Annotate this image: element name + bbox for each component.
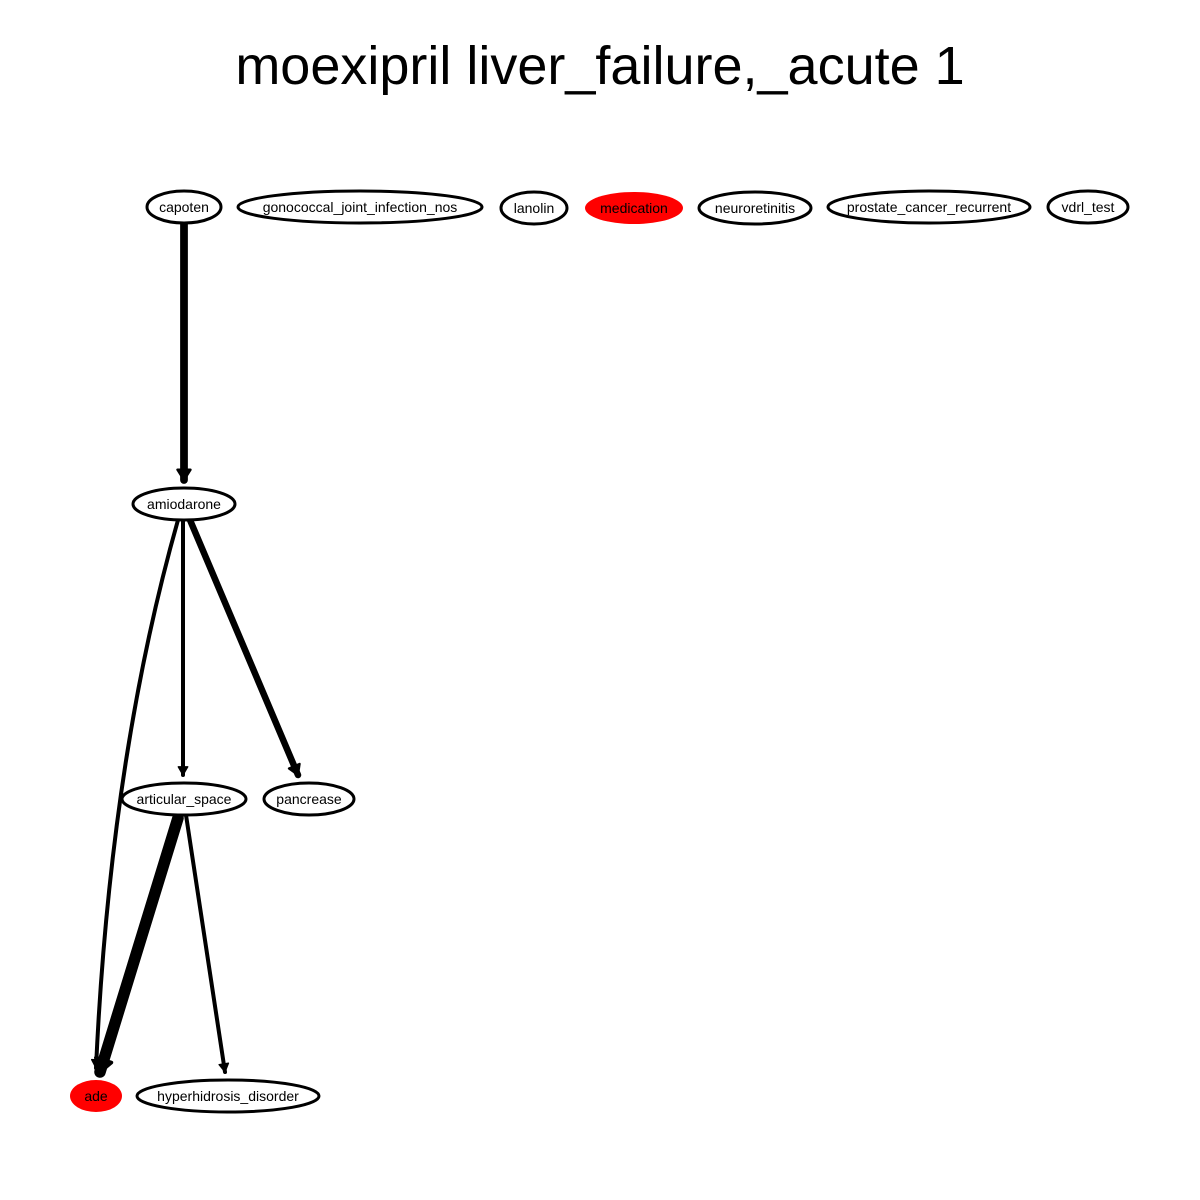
node-label: gonococcal_joint_infection_nos — [263, 199, 458, 215]
edge-articular_space-to-ade — [94, 812, 184, 1078]
diagram-title: moexipril liver_failure,_acute 1 — [235, 36, 964, 96]
node-shape — [236, 189, 484, 225]
node-shape — [262, 781, 356, 817]
node-label: neuroretinitis — [715, 200, 795, 216]
edge-articular_space-to-hyperhidrosis_disorder — [184, 813, 230, 1074]
node-shape — [585, 192, 683, 224]
node-lanolin: lanolin — [499, 190, 569, 226]
node-label: lanolin — [514, 200, 554, 216]
node-shape — [70, 1080, 122, 1112]
node-shape — [1046, 189, 1130, 225]
node-shape — [499, 190, 569, 226]
edge-amiodarone-to-pancrease — [186, 516, 302, 779]
node-gonococcal_joint_infection_nos: gonococcal_joint_infection_nos — [236, 189, 484, 225]
edges-layer — [90, 220, 302, 1078]
node-label: amiodarone — [147, 496, 221, 512]
edge-arrowhead — [218, 1062, 230, 1073]
node-articular_space: articular_space — [120, 781, 248, 817]
nodes-layer: capoten gonococcal_joint_infection_nos lan… — [70, 189, 1130, 1114]
node-pancrease: pancrease — [262, 781, 356, 817]
node-shape — [145, 189, 223, 225]
edge-arrowhead — [94, 1055, 114, 1074]
edge-capoten-to-amiodarone — [176, 220, 192, 484]
edge-arrowhead — [176, 468, 192, 482]
node-label: capoten — [159, 199, 209, 215]
node-label: vdrl_test — [1062, 199, 1115, 215]
node-capoten: capoten — [145, 189, 223, 225]
edge-line — [186, 516, 302, 779]
node-label: ade — [84, 1088, 108, 1104]
node-shape — [131, 486, 237, 522]
node-label: medication — [600, 200, 668, 216]
node-shape — [697, 190, 813, 226]
node-ade: ade — [70, 1080, 122, 1112]
node-label: prostate_cancer_recurrent — [847, 199, 1011, 215]
node-hyperhidrosis_disorder: hyperhidrosis_disorder — [135, 1078, 321, 1114]
edge-arrowhead — [287, 762, 301, 777]
node-label: pancrease — [276, 791, 342, 807]
edge-arrowhead — [177, 766, 189, 776]
node-neuroretinitis: neuroretinitis — [697, 190, 813, 226]
node-amiodarone: amiodarone — [131, 486, 237, 522]
node-shape — [120, 781, 248, 817]
node-medication: medication — [585, 192, 683, 224]
edge-line — [184, 813, 227, 1074]
edge-amiodarone-to-articular_space — [177, 518, 189, 777]
node-vdrl_test: vdrl_test — [1046, 189, 1130, 225]
node-shape — [135, 1078, 321, 1114]
node-label: hyperhidrosis_disorder — [157, 1088, 299, 1104]
node-shape — [826, 189, 1032, 225]
node-prostate_cancer_recurrent: prostate_cancer_recurrent — [826, 189, 1032, 225]
node-label: articular_space — [137, 791, 232, 807]
edge-line — [94, 812, 184, 1078]
edge-line — [94, 518, 180, 1070]
